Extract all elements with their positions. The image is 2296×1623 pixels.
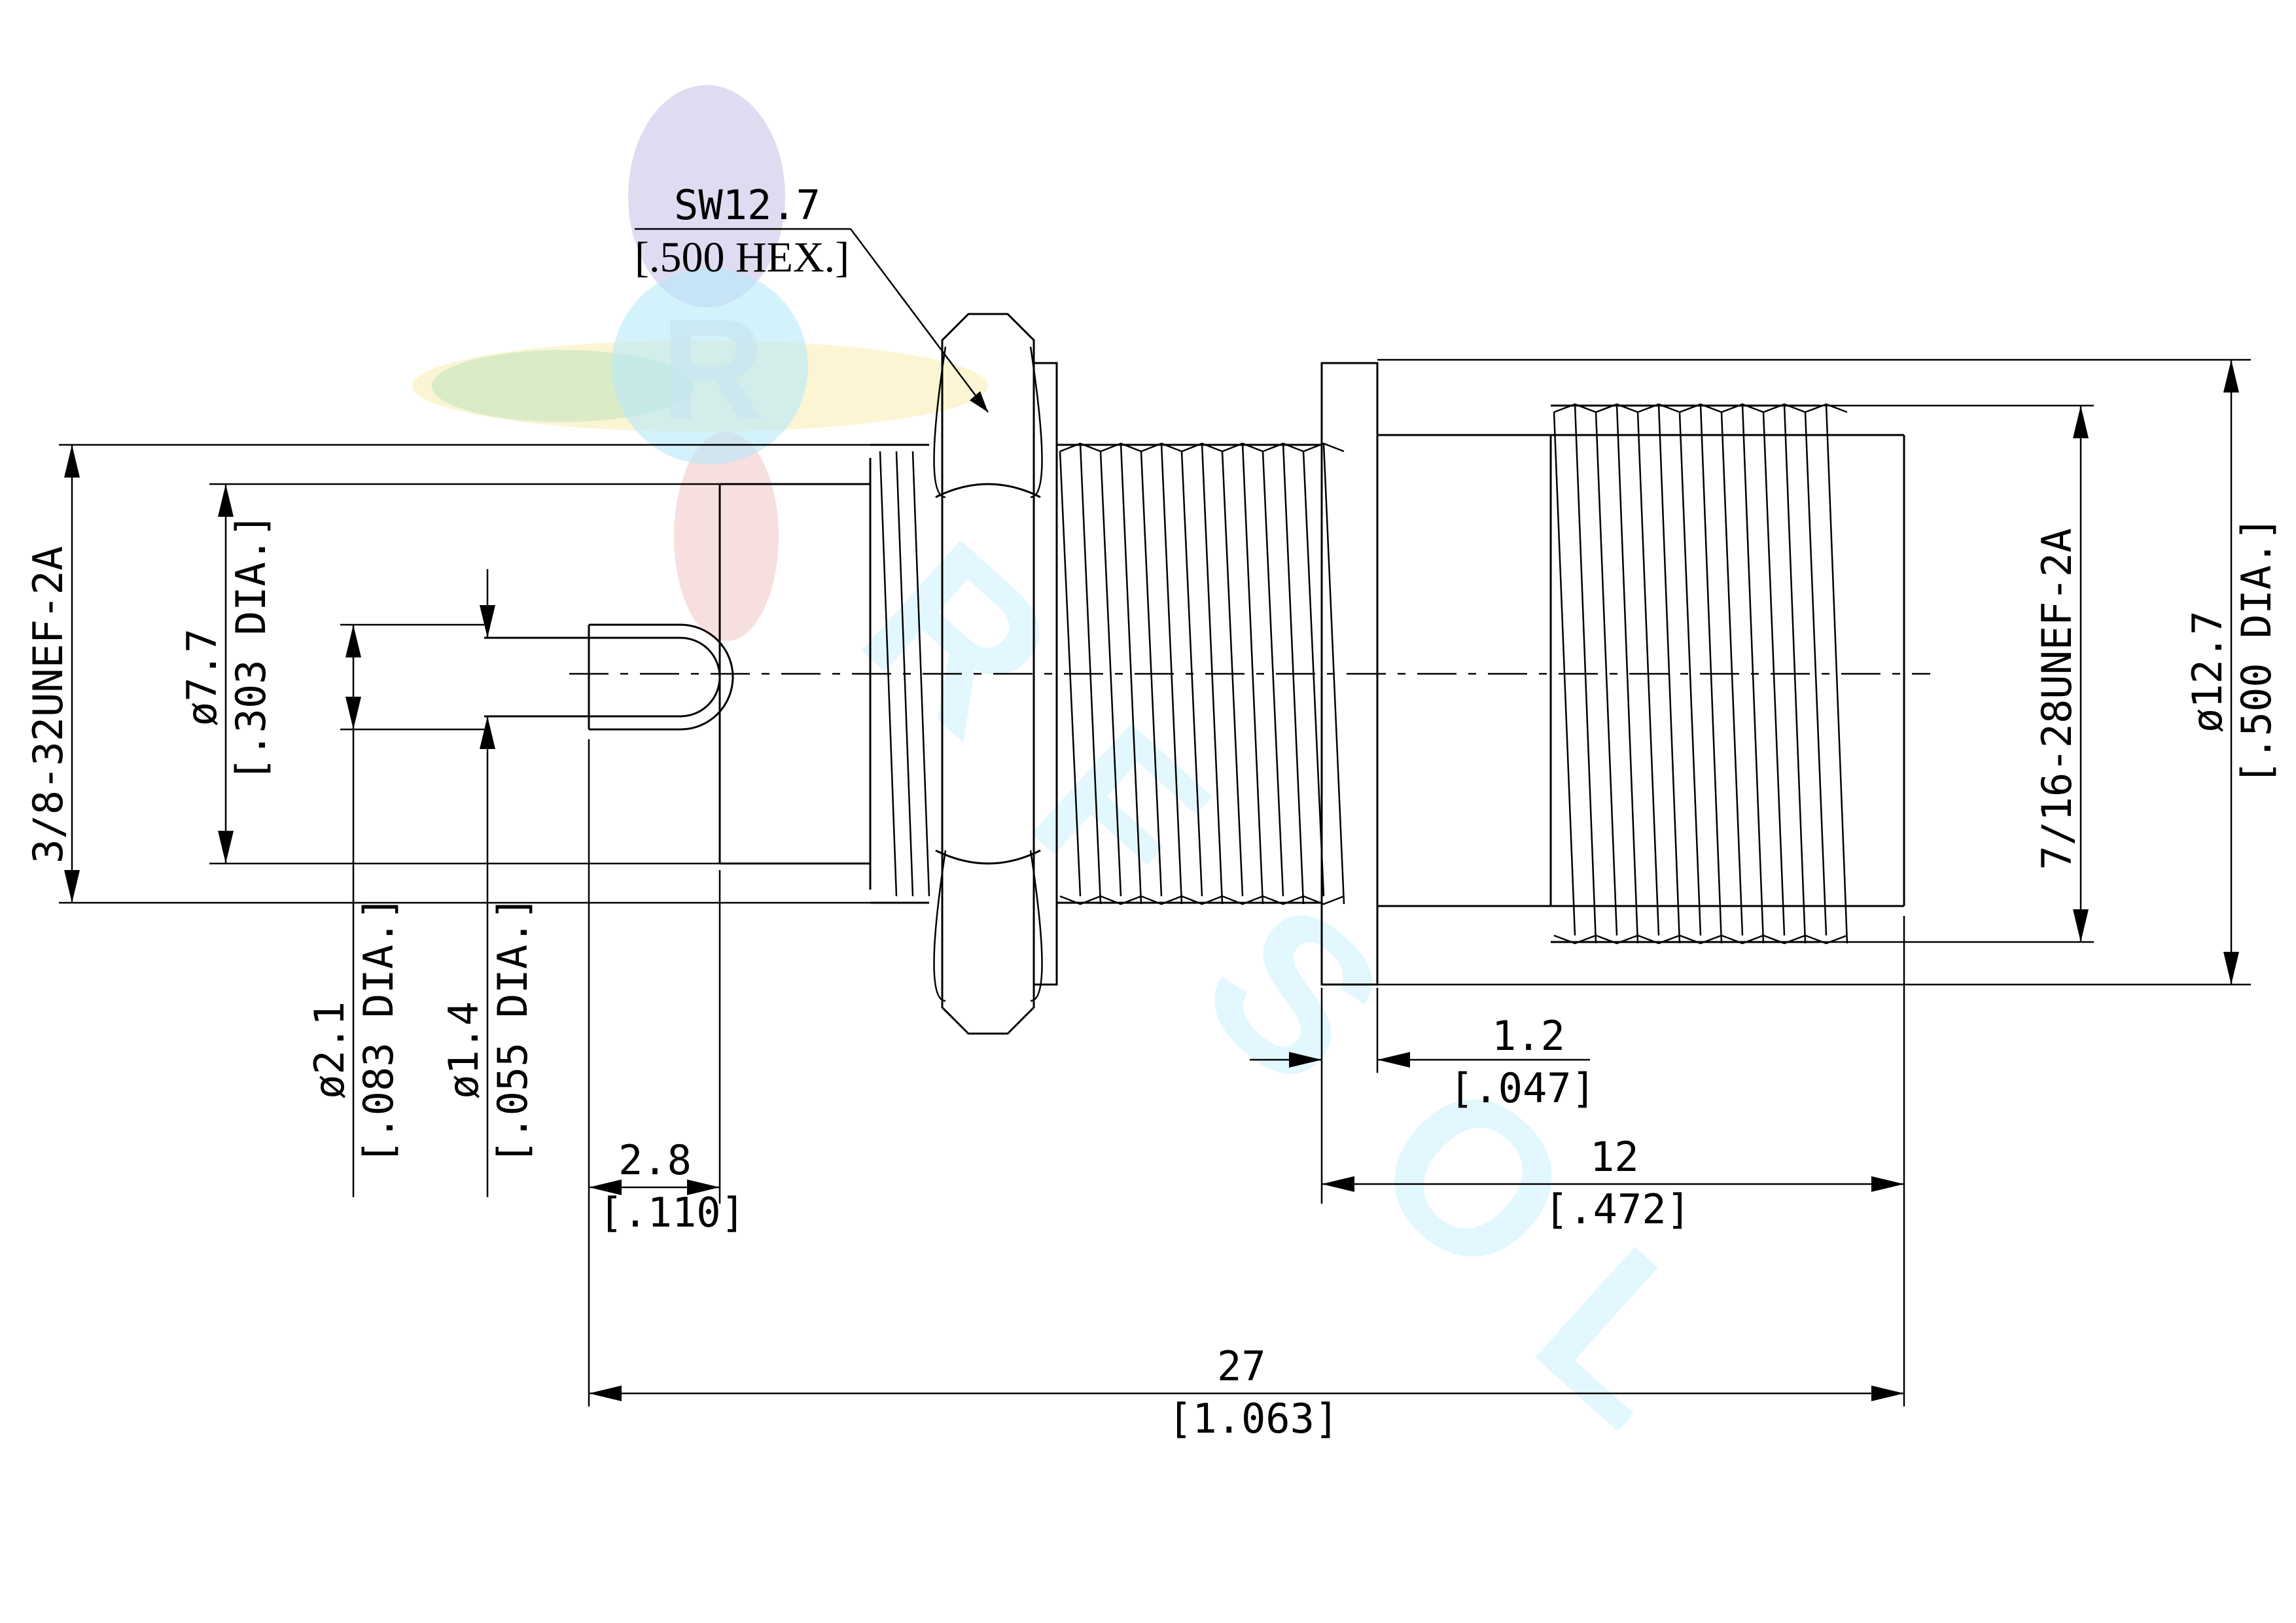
overall-length-imperial-label: [1.063] [1168,1395,1339,1442]
svg-text:S: S [1160,856,1428,1132]
overall-length-dimension: 27 [1.063] [589,1342,1904,1442]
thread-crest [1720,403,1765,945]
flange-thickness-dimension: 1.2 [.047] [1250,988,1596,1204]
pin-dia-imperial-label: [.055 DIA.] [489,896,537,1164]
insulator-dia-dimension: ø2.1 [.083 DIA.] [306,623,484,1197]
front-thread-dimension: 7/16-28UNEF-2A [1793,404,2094,943]
rear-body [718,483,870,865]
pin-length-label: 2.8 [618,1136,692,1184]
pin-dia-label: ø1.4 [440,1002,487,1099]
front-length-label: 12 [1590,1133,1639,1181]
svg-text:F: F [990,679,1250,947]
front-dia-dimension: ø12.7 [.500 DIA.] [1377,358,2280,986]
lock-washer [1033,362,1058,986]
svg-text:L: L [1494,1202,1754,1470]
thread-crest [1099,442,1142,905]
svg-text:R: R [661,288,765,449]
hex-size-imperial-label: [.500 HEX.] [635,234,849,281]
thread-crest [1636,403,1681,945]
flange [1320,362,1379,986]
thread-crest [1262,442,1305,905]
thread-crest [1059,442,1102,905]
insulator-dia-label: ø2.1 [306,1002,353,1099]
front-length-imperial-label: [.472] [1544,1185,1691,1233]
insulator-dia-imperial-label: [.083 DIA.] [355,896,402,1164]
rear-thread-dimension: 3/8-32UNEF-2A [24,444,870,904]
mid-thread [1057,442,1345,905]
thread-crest [1553,403,1597,945]
center-pin [484,623,734,731]
thread-crest [1302,442,1345,905]
overall-length-label: 27 [1217,1342,1266,1390]
pin-dia-dimension: ø1.4 [.055 DIA.] [440,569,537,1197]
thread-crest [1804,403,1848,945]
front-dia-imperial-label: [.500 DIA.] [2233,516,2280,785]
rear-thread-label: 3/8-32UNEF-2A [24,546,72,864]
thread-crest [1678,403,1723,945]
body-dia-imperial-label: [.303 DIA.] [227,513,275,782]
thread-crest [1595,403,1639,945]
hex-size-label: SW12.7 [674,181,821,229]
thread-crest [1221,442,1264,905]
front-thread [1551,403,1848,945]
front-body [1377,434,1905,907]
pin-length-dimension: 2.8 [.110] [588,739,745,1406]
company-logo-watermark: R R F S O L [412,85,1754,1470]
thread-crest [1140,442,1183,905]
thread-crest [1762,403,1807,945]
pin-length-imperial-label: [.110] [599,1189,745,1236]
flange-thickness-imperial-label: [.047] [1449,1064,1596,1112]
flange-thickness-label: 1.2 [1492,1012,1565,1060]
body-dia-dimension: ø7.7 [.303 DIA.] [178,483,720,865]
front-thread-label: 7/16-28UNEF-2A [2033,528,2081,870]
rear-thread [869,444,930,904]
front-length-dimension: 12 [.472] [1322,916,1905,1406]
body-dia-label: ø7.7 [178,629,226,726]
hex-size-callout: SW12.7 [.500 HEX.] [635,181,989,413]
thread-crest [1180,442,1224,905]
front-dia-label: ø12.7 [2183,610,2231,733]
